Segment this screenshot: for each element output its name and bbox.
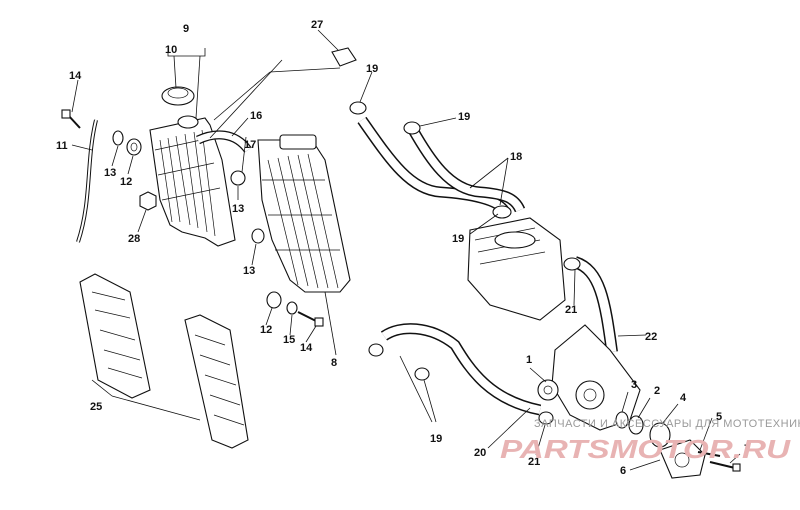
callout-18: 18: [510, 151, 522, 163]
right-radiator: [257, 134, 351, 293]
callout-12-upper: 12: [120, 176, 132, 188]
pump-cover-6: [659, 439, 706, 479]
watermark-tagline: ЗАПЧАСТИ И АКСЕССУАРЫ ДЛЯ МОТОТЕХНИКИ: [534, 418, 800, 430]
callout-22: 22: [645, 331, 657, 343]
mounting-bolt-lower: [297, 311, 324, 327]
grommet-17: [230, 170, 246, 186]
hose-clamp-21a: [563, 257, 581, 271]
callout-17: 17: [244, 139, 256, 151]
callout-3: 3: [631, 379, 637, 391]
grommet-12-lower: [266, 291, 282, 309]
callout-6: 6: [620, 465, 626, 477]
callout-21-a: 21: [565, 304, 577, 316]
callout-27: 27: [311, 19, 323, 31]
callout-14-lower: 14: [300, 342, 313, 354]
callout-19-c: 19: [452, 233, 464, 245]
cylinder-head: [467, 217, 566, 321]
callout-labels: 1 2 3 4 5 6 7 8 9 10 11 12 12 13 13 13 1…: [56, 19, 750, 477]
radiator-cap: [161, 86, 195, 106]
radiator-guard-left: [79, 273, 151, 399]
screw-5: [697, 451, 721, 457]
bolt-7: [709, 461, 741, 472]
washer-15: [286, 301, 298, 315]
grommet-27: [331, 47, 357, 67]
callout-19-b: 19: [458, 111, 470, 123]
callout-16: 16: [250, 110, 262, 122]
washer-13-upper: [112, 130, 124, 146]
callout-21-b: 21: [528, 456, 540, 468]
leader-lines: [71, 29, 741, 471]
radiator-filler-neck: [177, 115, 199, 129]
callout-2: 2: [654, 385, 660, 397]
bearing-2: [628, 415, 644, 435]
washer-13-mid: [251, 228, 265, 244]
callout-1: 1: [526, 354, 532, 366]
callout-9: 9: [183, 23, 189, 35]
callout-19-a: 19: [366, 63, 378, 75]
hose-clamp-19c: [492, 205, 512, 219]
hose-clamp-19a: [349, 101, 367, 115]
radiator-guard-right: [184, 314, 249, 449]
overflow-hose: [76, 119, 98, 243]
callout-10: 10: [165, 44, 177, 56]
watermark: ЗАПЧАСТИ И АКСЕССУАРЫ ДЛЯ МОТОТЕХНИКИ PA…: [500, 418, 800, 464]
callout-8: 8: [331, 357, 337, 369]
hose-20: [380, 323, 542, 416]
callout-13-mid: 13: [232, 203, 244, 215]
water-pump-housing: [551, 324, 641, 431]
callout-4: 4: [680, 392, 687, 404]
gasket-4: [649, 422, 671, 448]
callout-13-lower: 13: [243, 265, 255, 277]
callout-5: 5: [716, 411, 722, 423]
hose-22: [572, 256, 618, 353]
callout-13-upper: 13: [104, 167, 116, 179]
hose-clamp-19b: [403, 121, 421, 135]
callout-25: 25: [90, 401, 102, 413]
nut-28: [139, 191, 157, 211]
callout-19-d: 19: [430, 433, 442, 445]
grommet-12-upper: [126, 138, 142, 156]
hose-clamp-19d: [368, 343, 430, 381]
impeller-1: [537, 379, 559, 401]
callout-28: 28: [128, 233, 140, 245]
callout-12-lower: 12: [260, 324, 272, 336]
hose-16: [196, 130, 252, 153]
hose-18-lower: [407, 125, 526, 213]
callout-14-upper: 14: [69, 70, 82, 82]
watermark-brand: PARTSMOTOR.RU: [500, 434, 792, 464]
callout-11: 11: [56, 140, 68, 152]
callout-15: 15: [283, 334, 295, 346]
hose-clamp-21b: [538, 411, 554, 425]
mounting-bolt-upper: [61, 109, 81, 129]
hose-18-upper: [357, 116, 511, 216]
left-radiator: [149, 117, 236, 247]
callout-20: 20: [474, 447, 486, 459]
callout-7: 7: [744, 443, 750, 455]
